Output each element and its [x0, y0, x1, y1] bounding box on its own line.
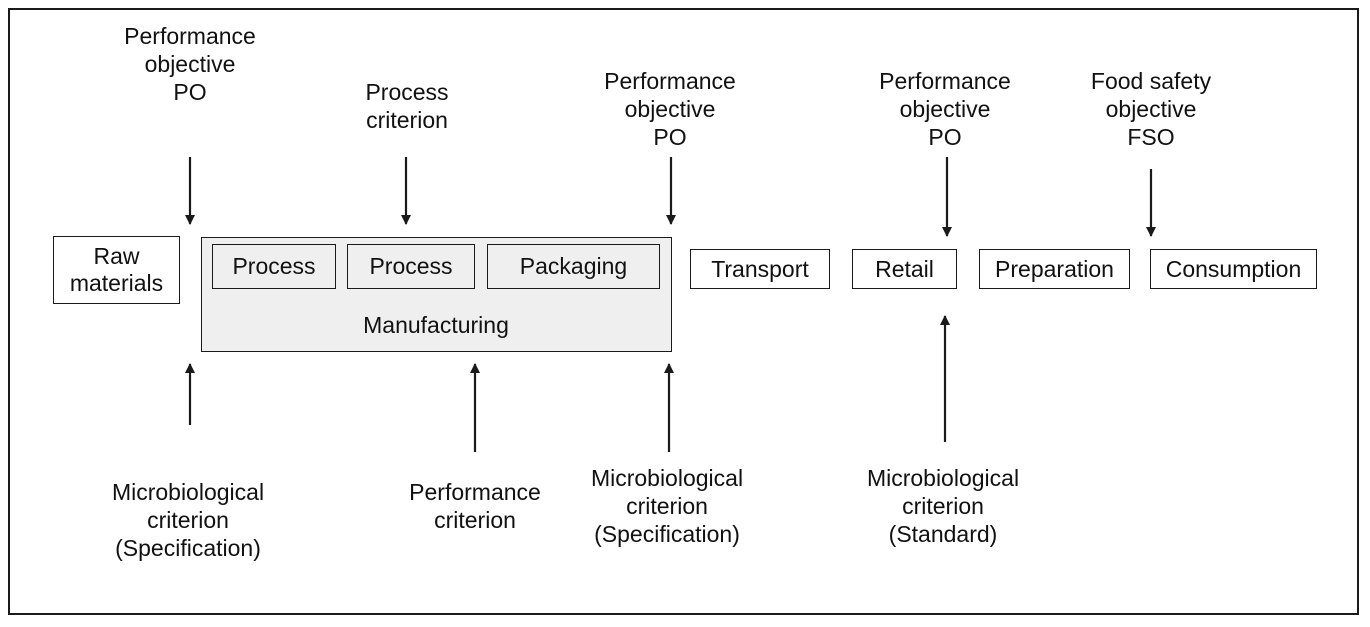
label-line: Performance: [604, 68, 736, 94]
box-line: Raw: [93, 243, 140, 269]
packaging-label: Packaging: [519, 253, 628, 279]
label-line: (Specification): [115, 535, 261, 561]
label-fso: Food safety objective FSO: [1051, 67, 1251, 151]
label-line: Performance: [879, 68, 1011, 94]
label-mc-specification-mfg: Microbiological criterion (Specification…: [542, 464, 792, 548]
label-line: FSO: [1127, 124, 1175, 150]
process-label: Process: [232, 253, 316, 279]
label-line: (Standard): [888, 521, 998, 547]
retail-box: Retail: [852, 249, 957, 289]
label-po-raw-materials: Performance objective PO: [90, 22, 290, 106]
label-line: PO: [653, 124, 687, 150]
retail-label: Retail: [875, 255, 934, 282]
label-line: criterion: [434, 507, 516, 533]
consumption-box: Consumption: [1150, 249, 1317, 289]
label-line: Performance: [124, 23, 256, 49]
label-line: Microbiological: [590, 465, 744, 491]
label-line: objective: [144, 51, 236, 77]
label-line: criterion: [626, 493, 708, 519]
transport-box: Transport: [690, 249, 830, 289]
consumption-label: Consumption: [1165, 255, 1302, 282]
label-line: PO: [173, 79, 207, 105]
label-line: criterion: [366, 107, 448, 133]
label-po-retail: Performance objective PO: [845, 67, 1045, 151]
label-mc-specification-raw: Microbiological criterion (Specification…: [63, 478, 313, 562]
label-line: criterion: [902, 493, 984, 519]
process-box-1: Process: [212, 244, 336, 289]
preparation-box: Preparation: [979, 249, 1130, 289]
process-box-2: Process: [347, 244, 475, 289]
box-line: materials: [69, 270, 164, 296]
preparation-label: Preparation: [995, 255, 1114, 282]
label-line: PO: [928, 124, 962, 150]
label-mc-standard: Microbiological criterion (Standard): [818, 464, 1068, 548]
manufacturing-text: Manufacturing: [363, 312, 509, 338]
label-line: (Specification): [594, 521, 740, 547]
label-performance-criterion: Performance criterion: [350, 478, 600, 534]
label-line: objective: [1105, 96, 1197, 122]
manufacturing-label: Manufacturing: [321, 311, 551, 339]
label-line: objective: [899, 96, 991, 122]
process-label: Process: [369, 253, 453, 279]
label-line: Performance: [409, 479, 541, 505]
label-line: Microbiological: [111, 479, 265, 505]
packaging-box: Packaging: [487, 244, 660, 289]
label-line: Food safety: [1090, 68, 1212, 94]
label-line: Microbiological: [866, 465, 1020, 491]
transport-label: Transport: [711, 255, 809, 282]
raw-materials-box: Raw materials: [53, 236, 180, 304]
label-line: objective: [624, 96, 716, 122]
label-line: Process: [365, 79, 449, 105]
label-process-criterion: Process criterion: [307, 78, 507, 134]
diagram-frame: [8, 8, 1359, 615]
label-po-manufacturing: Performance objective PO: [570, 67, 770, 151]
label-line: criterion: [147, 507, 229, 533]
